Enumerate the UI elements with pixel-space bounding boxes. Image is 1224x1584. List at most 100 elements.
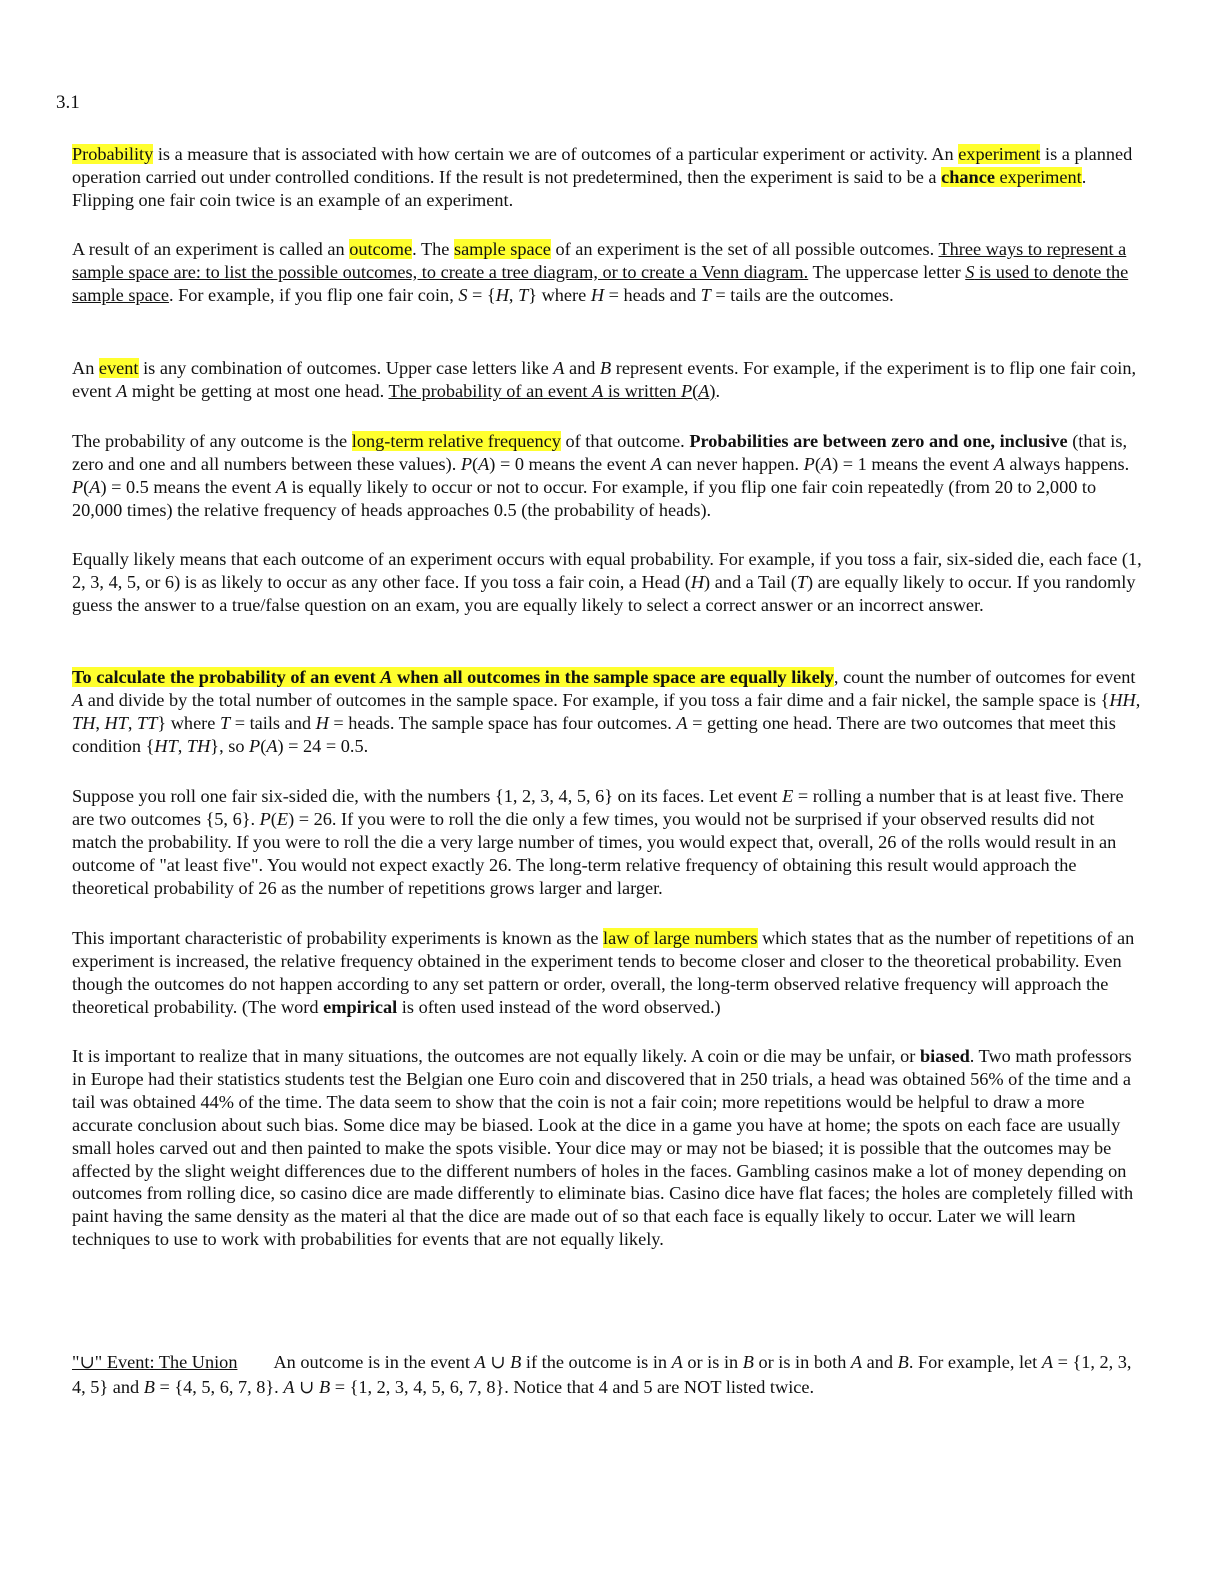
text: An outcome is in the event — [273, 1352, 475, 1372]
text: } where — [157, 712, 220, 733]
text: Suppose you roll one fair six-sided die,… — [72, 786, 783, 806]
math-var: B — [510, 1352, 522, 1372]
text: if the outcome is in — [521, 1352, 672, 1372]
math-var: A — [1041, 1352, 1053, 1372]
paragraph-calculate-probability: To calculate the probability of an event… — [72, 666, 1142, 758]
math-var: T — [796, 571, 808, 592]
text: ( — [270, 808, 277, 829]
text: ) are equally likely to occur. If you ra… — [72, 571, 1136, 615]
math-var: HT — [104, 712, 128, 733]
underlined-text: The probability of an event — [388, 380, 593, 401]
paragraph-sample-space: A result of an experiment is called an o… — [72, 238, 1142, 307]
text: } where — [528, 284, 591, 305]
text: Equally likely means that each outcome o… — [72, 549, 1142, 592]
text: The probability of any outcome is the — [72, 431, 352, 451]
text: = { — [467, 284, 496, 305]
text: = tails and — [230, 712, 316, 733]
text: A result of an experiment is called an — [72, 239, 350, 259]
underlined-text: ) — [709, 380, 716, 401]
text: which states that as the number of repet… — [72, 928, 1135, 1017]
term-biased: biased — [919, 1046, 970, 1066]
text: always happens. — [1004, 453, 1130, 474]
math-var: H — [590, 284, 605, 305]
text: . For example, if you flip one fair coin… — [168, 284, 459, 305]
text: , — [508, 284, 519, 305]
math-var: A — [993, 453, 1005, 474]
text: and — [862, 1352, 898, 1372]
math-var: H — [690, 571, 705, 592]
text: , count the number of outcomes for event — [833, 667, 1136, 687]
text: , — [95, 712, 105, 733]
math-var: E — [782, 786, 794, 806]
highlighted-bold-text: To calculate the probability of an event — [72, 667, 381, 687]
math-var: P — [72, 476, 84, 497]
math-var: E — [276, 808, 289, 829]
term-law-of-large-numbers: law of large numbers — [603, 928, 758, 948]
math-var: A — [380, 667, 393, 687]
math-var: A — [89, 476, 101, 497]
underlined-text: Three ways to represent a sample space a… — [72, 239, 1127, 282]
term-probability: Probability — [72, 144, 154, 164]
union-symbol: ∪ — [294, 1377, 319, 1397]
math-var: A — [698, 380, 710, 401]
term-experiment: experiment — [958, 144, 1041, 164]
text: and — [564, 358, 600, 378]
math-var: B — [318, 1377, 331, 1397]
text: is any combination of outcomes. Upper ca… — [138, 358, 554, 378]
math-var: TH — [72, 712, 96, 733]
math-var: B — [600, 358, 612, 378]
term-long-term-relative-frequency: long-term relative frequency — [351, 431, 561, 451]
paragraph-die-example: Suppose you roll one fair six-sided die,… — [72, 785, 1142, 900]
text: = {1, 2, 3, 4, 5} and — [72, 1352, 1132, 1397]
math-var: A — [671, 1352, 683, 1372]
math-var: A — [553, 358, 565, 378]
underlined-text: ( — [692, 380, 699, 401]
text: is often used instead of the word observ… — [397, 996, 721, 1017]
text: ) = 0 means the event — [489, 453, 651, 474]
text: = rolling a number that is at least five… — [72, 786, 1124, 829]
math-var: A — [850, 1352, 863, 1372]
text: can never happen. — [662, 453, 804, 474]
math-var: S — [458, 284, 468, 305]
math-var: H — [315, 712, 329, 733]
text: = getting one head. There are two outcom… — [72, 712, 1116, 756]
math-var: B — [742, 1352, 754, 1372]
math-var: P — [460, 453, 473, 474]
text: (that is, zero and one and all numbers b… — [72, 431, 1128, 474]
text: , — [177, 735, 187, 756]
math-var: A — [275, 476, 287, 497]
text: = {4, 5, 6, 7, 8}. — [154, 1377, 284, 1397]
term-outcome: outcome — [349, 239, 413, 259]
text: ) and a Tail ( — [704, 571, 797, 592]
math-var: P — [249, 735, 261, 756]
highlighted-bold-text: when all outcomes in the sample space ar… — [392, 667, 834, 687]
text: ) = 0.5 means the event — [100, 476, 276, 497]
text: represent events. For example, if the ex… — [72, 358, 1137, 401]
text: = tails are the outcomes. — [710, 284, 894, 305]
math-var: A — [116, 380, 128, 401]
text: ) = 1 means the event — [832, 453, 994, 474]
paragraph-relative-frequency: The probability of any outcome is the lo… — [72, 430, 1142, 522]
text: The uppercase letter — [808, 261, 966, 282]
text: }, so — [210, 735, 250, 756]
text: , — [127, 712, 138, 733]
math-var: P — [680, 380, 693, 401]
math-var: A — [820, 453, 833, 474]
math-var: A — [283, 1377, 295, 1397]
math-var: TT — [137, 712, 158, 733]
term-chance-experiment: experiment — [994, 166, 1082, 187]
math-var: A — [478, 453, 490, 474]
term-chance: chance — [941, 166, 995, 187]
text: . For example, let — [908, 1352, 1042, 1372]
text: . The — [412, 239, 454, 259]
underlined-text: is written — [603, 380, 681, 401]
term-event: event — [98, 358, 139, 378]
math-var: T — [518, 284, 529, 305]
math-var: HT — [154, 735, 178, 756]
bold-text: Probabilities are between zero and one, … — [689, 431, 1068, 451]
math-var: A — [474, 1352, 486, 1372]
term-empirical: empirical — [323, 996, 398, 1017]
text: An — [72, 358, 99, 378]
math-var: A — [650, 453, 663, 474]
